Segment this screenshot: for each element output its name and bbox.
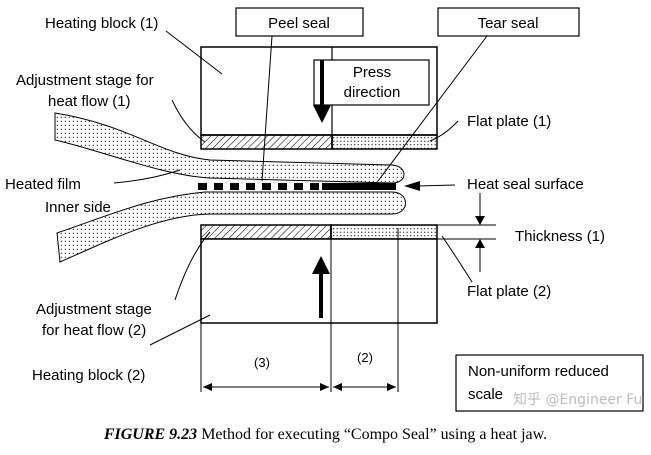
dimension-2-label: (2) [357,350,373,365]
heated-film-label: Heated film [5,176,81,193]
flat-plate-upper-hatched [200,134,333,150]
peel-seal-dashes [198,183,319,190]
film-lower-branch [56,191,406,263]
press-direction-line1: Press [353,64,391,81]
flat-plate-lower-hatched [200,224,332,240]
heating-block-1-label: Heating block (1) [45,15,158,32]
scale-note-line1: Non-uniform reduced [468,363,609,380]
flat-plate-2-label: Flat plate (2) [467,283,551,300]
scale-note-line2: scale [468,386,503,403]
figure-caption: FIGURE 9.23 Method for executing “Compo … [0,426,651,444]
heat-seal-arrow-icon [404,181,420,191]
watermark-text: 知乎 @Engineer Fu [513,391,642,408]
flat-plate-lower-dotted [330,224,438,240]
figure-number: FIGURE 9.23 [103,426,198,443]
tear-seal-label: Tear seal [478,15,539,32]
figure-caption-text: Method for executing “Compo Seal” using … [201,426,548,443]
press-direction-box [313,59,430,106]
press-direction-line2: direction [344,84,401,101]
adjustment-stage-1-line2: heat flow (1) [48,93,131,110]
tear-seal-box [437,7,580,37]
peel-seal-box [235,7,364,37]
scale-note-box [455,354,644,412]
inner-side-label: Inner side [45,199,111,216]
dimension-3-label: (3) [254,355,270,370]
peel-seal-label: Peel seal [268,15,330,32]
adjustment-stage-1-line1: Adjustment stage for [16,72,154,89]
adjustment-stage-2-line1: Adjustment stage [36,301,152,318]
flat-plate-1-label: Flat plate (1) [467,113,551,130]
press-up-arrow-icon [312,256,330,274]
film-upper-branch [54,112,405,184]
adjustment-stage-2-line2: for heat flow (2) [42,322,146,339]
press-down-arrow-icon [313,105,331,123]
flat-plate-upper-dotted [331,134,438,150]
thickness-1-label: Thickness (1) [515,228,605,245]
heating-block-2-label: Heating block (2) [32,367,145,384]
heat-seal-surface-label: Heat seal surface [467,176,584,193]
tear-seal-solid [322,183,396,190]
